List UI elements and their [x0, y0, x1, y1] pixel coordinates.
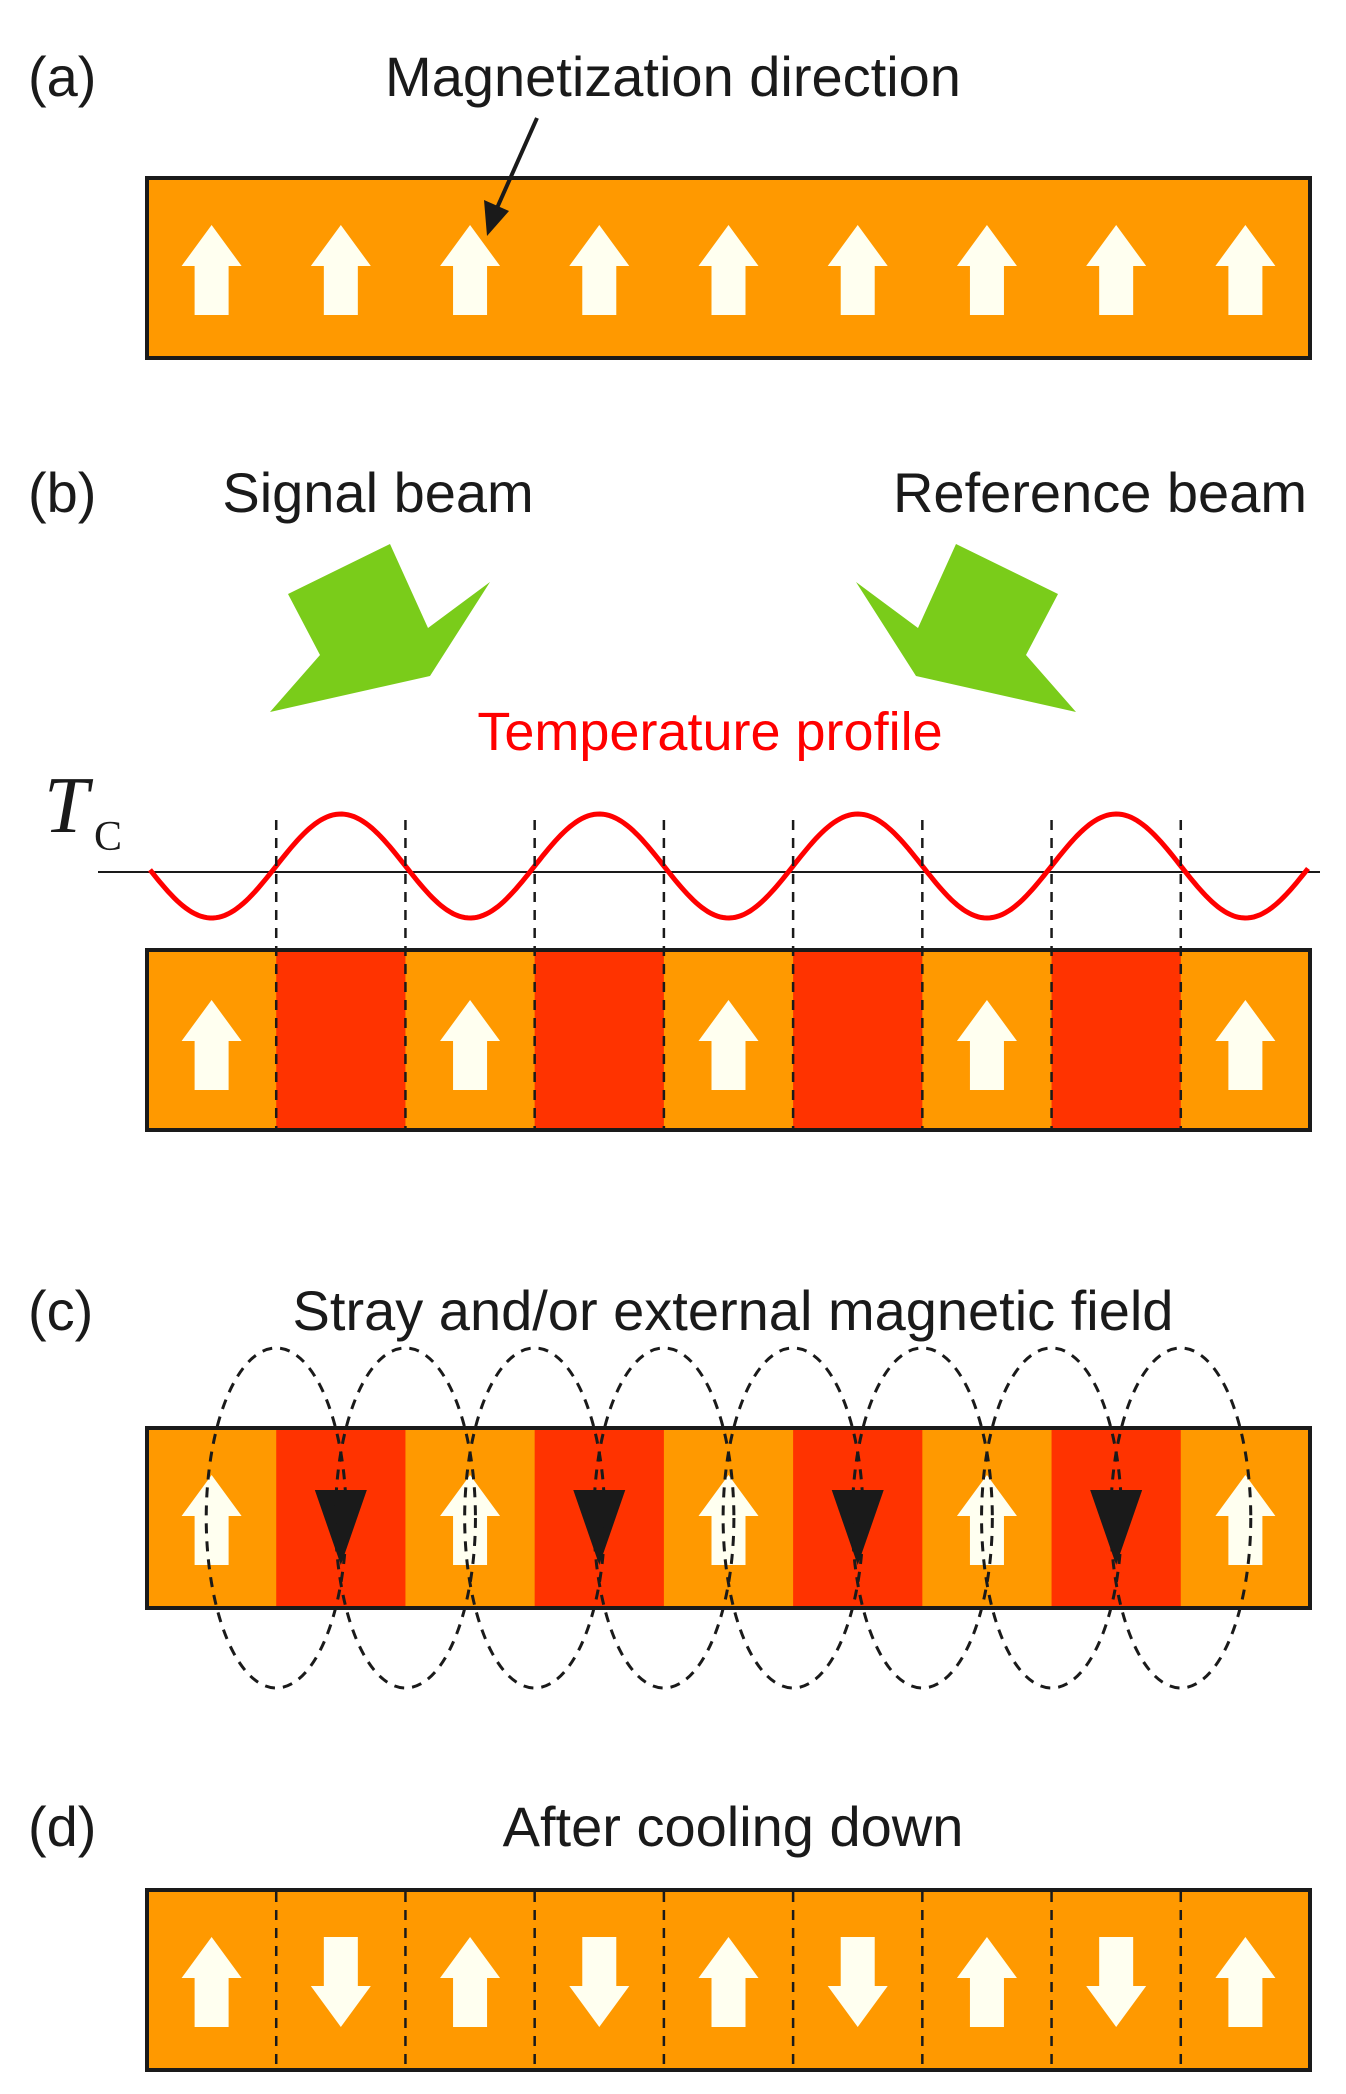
reference-beam-label: Reference beam: [893, 461, 1307, 524]
stray-field-label: Stray and/or external magnetic field: [293, 1279, 1174, 1342]
panel-a-label: (a): [28, 45, 96, 108]
arrows-a: [181, 225, 1276, 315]
field-loops: [204, 1346, 1253, 1690]
field-loop: [204, 1346, 348, 1690]
magnetization-arrow-up: [440, 1000, 501, 1090]
panel-a: (a) Magnetization direction: [28, 45, 1312, 360]
temperature-profile-label: Temperature profile: [477, 702, 942, 762]
panel-d: (d) After cooling down: [28, 1795, 1312, 2072]
field-loop: [463, 1346, 607, 1690]
magnetization-arrow-down: [310, 1937, 371, 2027]
magnetization-arrow-up: [440, 225, 501, 315]
magnetization-arrow-down: [569, 1937, 630, 2027]
magnetization-arrow-up: [956, 1937, 1017, 2027]
magnetization-arrow-up: [1215, 1000, 1276, 1090]
after-cooling-label: After cooling down: [503, 1795, 964, 1858]
field-loop: [1109, 1346, 1253, 1690]
field-arrow-down: [314, 1490, 367, 1565]
signal-beam-label: Signal beam: [222, 461, 533, 524]
pointer-line: [495, 117, 539, 209]
magnetization-arrow-up: [698, 225, 759, 315]
temperature-profile-curve: [148, 811, 1310, 921]
field-loop: [850, 1346, 994, 1690]
magnetization-arrow-up: [1215, 225, 1276, 315]
arrows-d: [181, 1937, 1276, 2027]
magnetization-arrow-up: [310, 225, 371, 315]
magnetization-arrow-up: [440, 1475, 501, 1565]
magnetization-arrow-up: [956, 1000, 1017, 1090]
magnetization-arrow-up: [827, 225, 888, 315]
magnetization-arrow-down: [1086, 1937, 1147, 2027]
field-loop: [980, 1346, 1124, 1690]
heated-region: [793, 952, 923, 1128]
magnetization-arrow-up: [181, 1937, 242, 2027]
magnetization-arrow-up: [698, 1937, 759, 2027]
magnetization-arrow-up: [181, 1475, 242, 1565]
tc-subscript: C: [94, 814, 122, 860]
magnetization-arrow-up: [1086, 225, 1147, 315]
tc-symbol: T: [44, 762, 94, 850]
panel-c: (c) Stray and/or external magnetic field: [28, 1279, 1312, 1690]
magnetization-arrow-up: [440, 1937, 501, 2027]
field-arrow-down: [1090, 1490, 1143, 1565]
field-loop: [592, 1346, 736, 1690]
field-loop: [721, 1346, 865, 1690]
magnetization-arrow-up: [956, 225, 1017, 315]
panel-b-label: (b): [28, 461, 96, 524]
field-arrow-down: [573, 1490, 626, 1565]
magnetization-arrow-down: [827, 1937, 888, 2027]
field-arrow-down: [831, 1490, 884, 1565]
pointer-arrowhead: [484, 200, 509, 236]
dashed-boundaries-d: [274, 1892, 1183, 2068]
dashed-boundaries-b: [274, 820, 1183, 1130]
heated-region: [276, 952, 406, 1128]
signal-beam-arrow: [270, 544, 490, 712]
magnetization-arrow-up: [1215, 1475, 1276, 1565]
segments-b: [181, 952, 1276, 1128]
magnetization-arrow-up: [181, 225, 242, 315]
magnetization-direction-label: Magnetization direction: [385, 45, 961, 108]
field-loop: [333, 1346, 477, 1690]
panel-d-label: (d): [28, 1795, 96, 1858]
magnetization-arrow-up: [698, 1000, 759, 1090]
magnetization-arrow-up: [1215, 1937, 1276, 2027]
heated-region: [1051, 952, 1181, 1128]
magnetization-arrow-up: [181, 1000, 242, 1090]
magnetization-arrow-up: [698, 1475, 759, 1565]
heated-region: [534, 952, 664, 1128]
reference-beam-arrow: [856, 544, 1076, 712]
magnetization-arrow-up: [569, 225, 630, 315]
panel-b: (b) Signal beam Reference beam Temperatu…: [28, 461, 1320, 1132]
panel-c-label: (c): [28, 1279, 93, 1342]
magnetization-arrow-up: [956, 1475, 1017, 1565]
